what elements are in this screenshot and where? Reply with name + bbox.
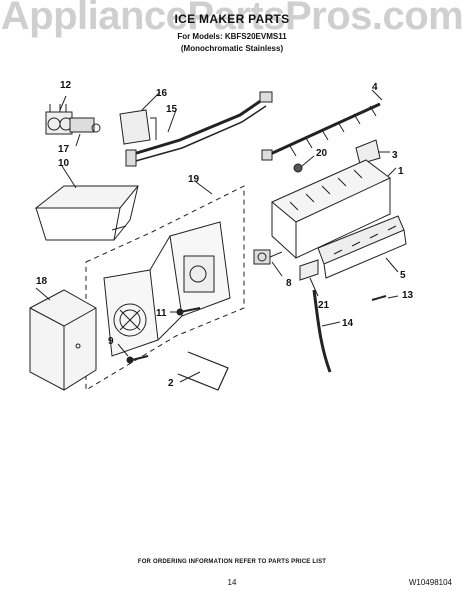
screw-20 — [293, 163, 303, 173]
callout-19: 19 — [188, 174, 200, 185]
callout-10: 10 — [58, 158, 70, 169]
screw-9 — [131, 355, 149, 361]
ice-mold — [271, 159, 391, 259]
leader-5 — [385, 257, 399, 273]
assembly-outline — [85, 185, 245, 391]
shutoff-arm — [177, 351, 229, 391]
callout-12: 12 — [60, 80, 72, 91]
document-number: W10498104 — [408, 578, 452, 587]
leader-1 — [387, 167, 397, 177]
wire-harness — [125, 91, 273, 167]
model-line: For Models: KBFS20EVMS11 — [177, 32, 287, 41]
watermark: AppliancePartsPros.com — [0, 0, 464, 38]
callout-16: 16 — [156, 88, 168, 99]
callout-2: 2 — [168, 378, 174, 389]
callout-11: 11 — [156, 308, 167, 319]
water-valve — [45, 104, 101, 135]
leader-10 — [61, 165, 77, 189]
callout-15: 15 — [166, 104, 178, 115]
ice-bin — [34, 185, 140, 241]
clip-21 — [299, 259, 319, 281]
leader-12 — [59, 95, 67, 111]
leader-15 — [167, 109, 177, 133]
ordering-note: FOR ORDERING INFORMATION REFER TO PARTS … — [137, 559, 327, 565]
page-number: 14 — [227, 578, 237, 587]
thermostat — [253, 249, 283, 265]
leader-4 — [371, 89, 383, 101]
callout-3: 3 — [392, 150, 398, 161]
callout-13: 13 — [402, 290, 414, 301]
leader-18 — [35, 287, 51, 301]
leader-17 — [75, 133, 81, 147]
leader-19 — [195, 181, 213, 195]
leader-2 — [179, 371, 201, 383]
callout-8: 8 — [286, 278, 292, 289]
callout-18: 18 — [36, 276, 48, 287]
callout-17: 17 — [58, 144, 70, 155]
leader-13 — [387, 295, 399, 299]
callout-9: 9 — [108, 336, 114, 347]
stripper — [355, 139, 381, 165]
leader-16 — [141, 91, 161, 111]
callout-20: 20 — [316, 148, 328, 159]
page-title: ICE MAKER PARTS — [174, 12, 290, 26]
callout-1: 1 — [398, 166, 404, 177]
callout-21: 21 — [318, 300, 330, 311]
bracket — [119, 109, 157, 145]
heater — [317, 215, 407, 279]
leader-9 — [117, 343, 129, 357]
leader-8 — [271, 261, 283, 277]
motor-assembly — [103, 221, 231, 357]
leader-20 — [301, 155, 315, 167]
variant-line: (Monochromatic Stainless) — [180, 44, 284, 53]
leader-14 — [321, 321, 341, 327]
control-cover — [29, 289, 97, 391]
screw-13 — [371, 295, 387, 301]
callout-4: 4 — [372, 82, 378, 93]
callout-14: 14 — [342, 318, 354, 329]
ejector — [261, 102, 381, 161]
leader-21 — [309, 277, 319, 297]
fill-tube — [312, 289, 332, 373]
callout-5: 5 — [400, 270, 406, 281]
